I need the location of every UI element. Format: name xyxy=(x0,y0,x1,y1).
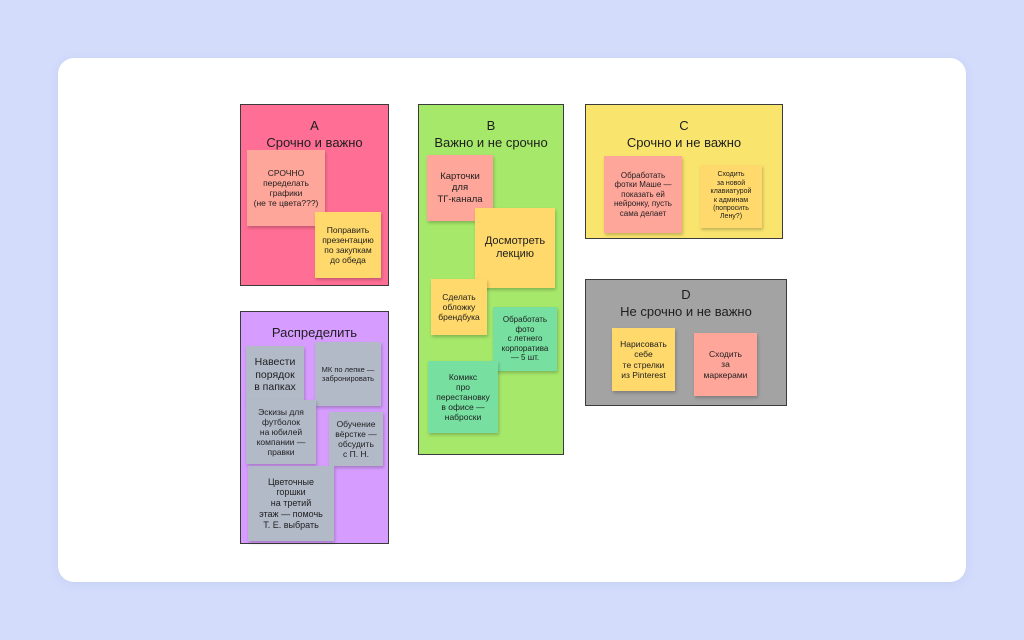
sticky-note[interactable]: Навести порядок в папках xyxy=(246,346,304,404)
sticky-note[interactable]: Сделать обложку брендбука xyxy=(431,279,487,335)
frame-d-title: Не срочно и не важно xyxy=(620,304,752,319)
frame-c-letter: C xyxy=(679,118,689,133)
frame-a-urgent-important[interactable]: A Срочно и важно СРОЧНО переделать графи… xyxy=(240,104,389,286)
sticky-note[interactable]: Обучение вёрстке — обсудить с П. Н. xyxy=(329,412,383,466)
sticky-note[interactable]: Цветочные горшки на третий этаж — помочь… xyxy=(248,466,334,541)
sticky-note[interactable]: Комикс про перестановку в офисе — наброс… xyxy=(428,361,498,433)
sticky-note[interactable]: Обработать фотки Маше — показать ей нейр… xyxy=(604,156,682,233)
frame-c-title: Срочно и не важно xyxy=(626,135,742,150)
frame-b-important-not-urgent[interactable]: B Важно и не срочно Карточки для ТГ-кана… xyxy=(418,104,564,455)
frame-b-title: Важно и не срочно xyxy=(434,135,548,150)
frame-distribute[interactable]: Распределить Навести порядок в папках МК… xyxy=(240,311,389,544)
frame-b-header: B Важно и не срочно xyxy=(419,117,563,151)
frame-d-header: D Не срочно и не важно xyxy=(586,286,786,320)
sticky-note[interactable]: МК по лепке — забронировать xyxy=(315,342,381,406)
sticky-note[interactable]: Нарисовать себе те стрелки из Pinterest xyxy=(612,328,675,391)
sticky-note[interactable]: Эскизы для футболок на юбилей компании —… xyxy=(246,400,316,464)
frame-d-not-urgent-not-important[interactable]: D Не срочно и не важно Нарисовать себе т… xyxy=(585,279,787,406)
sticky-note[interactable]: Досмотреть лекцию xyxy=(475,208,555,288)
sticky-note[interactable]: Обработать фото с летнего корпоратива — … xyxy=(493,307,557,371)
frame-c-header: C Срочно и не важно xyxy=(586,117,782,151)
frame-d-letter: D xyxy=(681,287,691,302)
frame-e-header: Распределить xyxy=(241,324,388,341)
sticky-note[interactable]: Сходить за маркерами xyxy=(694,333,757,396)
sticky-note[interactable]: Поправить презентацию по закупкам до обе… xyxy=(315,212,381,278)
frame-b-letter: B xyxy=(486,118,496,133)
frame-c-urgent-not-important[interactable]: C Срочно и не важно Обработать фотки Маш… xyxy=(585,104,783,239)
frame-a-header: A Срочно и важно xyxy=(241,117,388,151)
frame-a-letter: A xyxy=(310,118,319,133)
sticky-note[interactable]: СРОЧНО переделать графики (не те цвета??… xyxy=(247,150,325,226)
sticky-note[interactable]: Сходить за новой клавиатурой к админам (… xyxy=(700,165,762,228)
frame-a-title: Срочно и важно xyxy=(266,135,363,150)
frame-e-title: Распределить xyxy=(271,325,358,340)
